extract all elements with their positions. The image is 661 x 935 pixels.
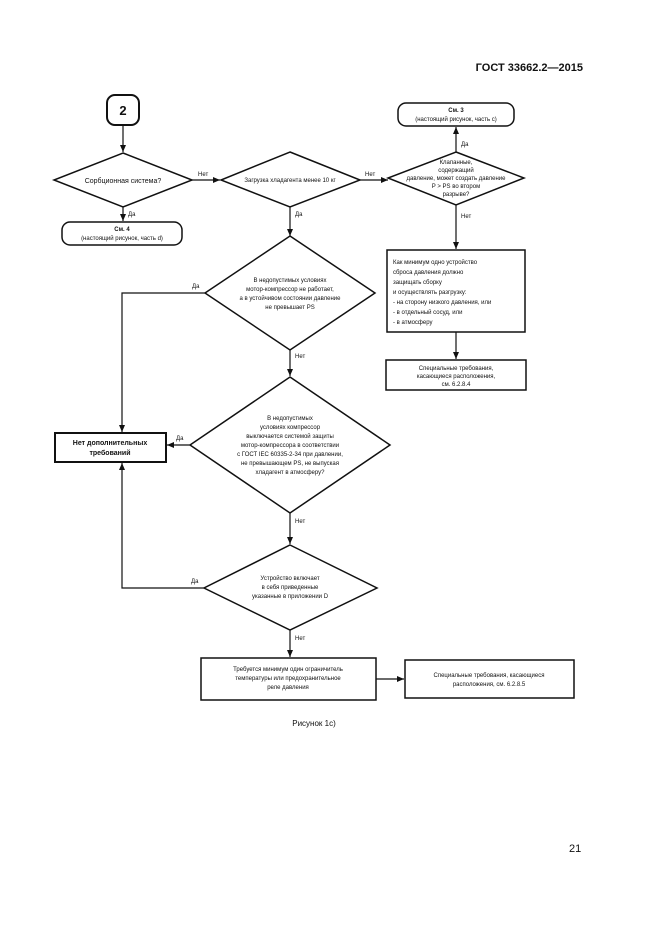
decision-d5-l5: с ГОСТ IEC 60335-2-34 при давлении, (237, 452, 343, 458)
start-node-label: 2 (119, 103, 126, 118)
label-yes: Да (128, 212, 136, 218)
decision-sorption-text: Сорбционная система? (85, 177, 162, 185)
decision-valves-l3: давление, может создать давление (407, 176, 507, 182)
box-special1-l3: см. 6.2.8.4 (442, 382, 471, 388)
box-special1-l1: Специальные требования, (419, 366, 494, 372)
box-relief-l2: сброса давления должно (393, 270, 464, 276)
label-yes: Да (295, 212, 303, 218)
box-temperature-limiter (200, 657, 377, 701)
label-no: Нет (461, 214, 471, 220)
decision-d4-l3: а в устойчивом состоянии давление (240, 295, 342, 302)
box-no-additional-requirements (54, 432, 167, 463)
decision-d4-l1: В недопустимых условиях (253, 278, 326, 284)
ref-c4-line1: См. 4 (114, 227, 130, 233)
decision-valves-l5: разрыве? (443, 192, 470, 198)
box-no-req-l1: Нет дополнительных (73, 440, 148, 447)
label-yes: Да (191, 579, 199, 585)
box-no-req-l2: требований (89, 449, 130, 457)
box-limiter-l2: температуры или предохранительное (235, 676, 341, 682)
decision-d6-l3: указанные в приложении D (252, 594, 329, 600)
decision-valves-l2: содержащий (438, 167, 473, 174)
box-relief-l7: - в атмосферу (393, 320, 432, 326)
decision-d5-l3: выключается системой защиты (246, 433, 334, 440)
page-number: 21 (569, 843, 582, 855)
figure-caption: Рисунок 1с) (292, 719, 336, 728)
label-no: Нет (295, 354, 305, 360)
box-special-requirements-1 (385, 359, 527, 391)
decision-d5-l6: не превышающем PS, не выпуская (241, 461, 339, 467)
box-relief-l3: защищать сборку (393, 280, 442, 286)
connector (119, 463, 204, 589)
ref-c3-box (397, 102, 515, 127)
box-relief-l5: - на сторону низкого давления, или (393, 300, 491, 306)
document-header: ГОСТ 33662.2—2015 (475, 62, 583, 74)
label-yes: Да (176, 436, 184, 442)
label-no: Нет (365, 172, 375, 178)
box-special-requirements-2 (404, 659, 575, 699)
box-limiter-l3: реле давления (267, 685, 309, 691)
label-no: Нет (295, 519, 305, 525)
box-special2-l1: Специальные требования, касающиеся (434, 673, 545, 679)
decision-d5-l7: хладагент в атмосферу? (256, 470, 326, 476)
ref-c4-box (61, 221, 183, 246)
decision-valves-l1: Клапанные, (440, 160, 473, 166)
box-limiter-l1: Требуется минимум один ограничитель (233, 667, 343, 673)
decision-d5-l2: условиях компрессор (260, 425, 321, 431)
label-no: Нет (295, 636, 305, 642)
label-no: Нет (198, 172, 208, 178)
box-relief-l4: и осуществлять разгрузку: (393, 290, 467, 296)
decision-d4-l2: мотор-компрессор не работает, (246, 287, 334, 293)
ref-c3-line1: См. 3 (448, 108, 464, 114)
decision-d5-l1: В недопустимых (267, 416, 313, 422)
decision-d5-l4: мотор-компрессора в соответствии (241, 443, 339, 449)
box-relief-l6: - в отдельный сосуд, или (393, 309, 462, 316)
ref-c4-line2: (настоящий рисунок, часть d) (81, 235, 163, 242)
decision-d6-l2: в себя приведенные (262, 585, 319, 591)
box-relief-l1: Как минимум одно устройство (393, 259, 478, 266)
label-yes: Да (461, 142, 469, 148)
connector (119, 292, 205, 432)
decision-charge-text: Загрузка хладагента менее 10 кг (244, 178, 336, 184)
decision-d4-l4: не превышает PS (265, 305, 314, 311)
ref-c3-line2: (настоящий рисунок, часть с) (415, 116, 497, 123)
decision-motor-compressor (203, 235, 377, 351)
box-special1-l2: касающиеся расположения, (417, 374, 496, 380)
label-yes: Да (192, 284, 200, 290)
decision-valves-l4: P > PS во втором (432, 184, 480, 190)
decision-d6-l1: Устройство включает (260, 575, 319, 582)
box-special2-l2: расположения, см. 6.2.8.5 (453, 682, 526, 688)
box-pressure-relief (386, 249, 526, 333)
